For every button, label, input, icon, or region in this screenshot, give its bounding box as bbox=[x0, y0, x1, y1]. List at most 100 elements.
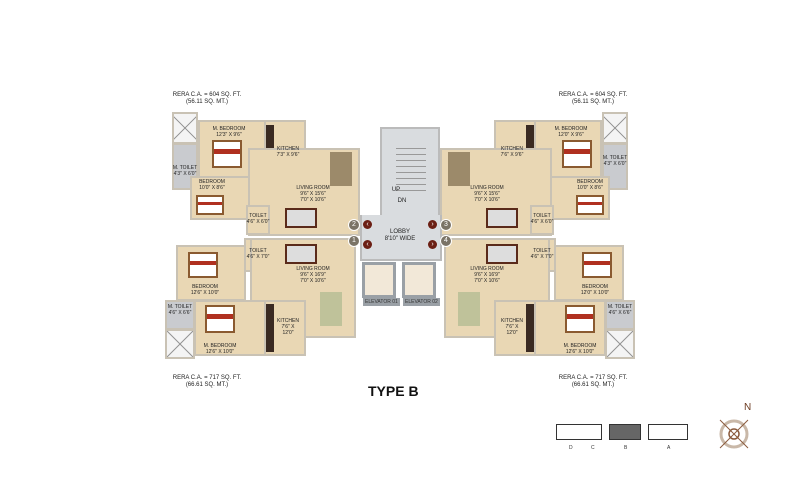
duct-shaft bbox=[605, 329, 635, 359]
label-line: LIVING ROOM bbox=[470, 266, 504, 272]
label-line: 8'10" WIDE bbox=[384, 236, 416, 242]
toilet bbox=[246, 205, 270, 235]
label-line: 9'6" X 15'6" bbox=[474, 191, 500, 197]
duct-shaft bbox=[172, 112, 198, 144]
label-line: 4'3" X 6'0" bbox=[173, 171, 197, 177]
label-line: 7'0" X 10'6" bbox=[300, 197, 326, 203]
label-line: RERA C.A. = 717 SQ. FT. bbox=[172, 375, 242, 381]
label-line: LIVING ROOM bbox=[296, 185, 330, 191]
label-line: (66.61 SQ. MT.) bbox=[185, 382, 229, 388]
bed-icon bbox=[562, 140, 592, 168]
area-label: RERA C.A. = 717 SQ. FT.(66.61 SQ. MT.) bbox=[173, 375, 242, 389]
sofa-icon bbox=[448, 152, 470, 186]
label-line: 4'6" X 6'6" bbox=[168, 310, 192, 316]
label-line: 7'6" X 9'6" bbox=[500, 152, 524, 158]
entry-arrow-icon: ‹ bbox=[363, 240, 372, 249]
key-block-b bbox=[609, 424, 641, 440]
flat-number-1: 1 bbox=[348, 235, 360, 247]
label-line: M. BEDROOM bbox=[203, 343, 237, 349]
elevator-01 bbox=[362, 262, 396, 298]
label-line: TOILET bbox=[533, 213, 551, 219]
label-line: 12'6" X 10'0" bbox=[190, 290, 220, 296]
north-label: N bbox=[744, 402, 752, 413]
sofa-icon bbox=[320, 292, 342, 326]
label-line: KITCHEN bbox=[277, 146, 299, 152]
staircase bbox=[380, 127, 440, 225]
label-line: LIVING ROOM bbox=[470, 185, 504, 191]
label-line: 4'6" X 6'6" bbox=[608, 310, 632, 316]
key-label-c: C bbox=[591, 445, 595, 451]
label-line: 9'6" X 16'9" bbox=[474, 272, 500, 278]
kitchen-counter bbox=[266, 304, 274, 352]
kitchen-counter bbox=[526, 304, 534, 352]
sofa-icon bbox=[330, 152, 352, 186]
label-line: M. BEDROOM bbox=[212, 126, 246, 132]
bed-icon bbox=[205, 305, 235, 333]
label-line: M. TOILET bbox=[607, 304, 633, 310]
stair-treads bbox=[396, 143, 426, 193]
label-line: KITCHEN bbox=[277, 318, 299, 324]
elevator-02 bbox=[402, 262, 436, 298]
label-line: 7'3" X 9'6" bbox=[276, 152, 300, 158]
label-line: 12'0" bbox=[506, 330, 518, 336]
flat-number-3: 3 bbox=[440, 219, 452, 231]
key-block-a bbox=[648, 424, 688, 440]
label-line: 4'6" X 6'0" bbox=[246, 219, 270, 225]
bed-icon bbox=[576, 195, 604, 215]
dining-table-icon bbox=[486, 244, 518, 264]
stair-up-label: UP bbox=[391, 187, 401, 193]
duct-shaft bbox=[165, 329, 195, 359]
label-line: 7'6" X bbox=[505, 324, 519, 330]
label-line: 7'0" X 10'6" bbox=[474, 197, 500, 203]
label-line: M. BEDROOM bbox=[563, 343, 597, 349]
label-line: LOBBY bbox=[389, 229, 410, 235]
label-line: RERA C.A. = 604 SQ. FT. bbox=[558, 92, 628, 98]
elevator-01-label: ELEVATOR 01 bbox=[363, 298, 400, 306]
label-line: TOILET bbox=[249, 248, 267, 254]
key-label-d: D bbox=[569, 445, 573, 451]
dining-table-icon bbox=[285, 244, 317, 264]
bed-icon bbox=[212, 140, 242, 168]
label-line: M. BEDROOM bbox=[554, 126, 588, 132]
label-line: BEDROOM bbox=[577, 179, 603, 185]
flat-number-4: 4 bbox=[440, 235, 452, 247]
dining-table-icon bbox=[285, 208, 317, 228]
label-line: TOILET bbox=[533, 248, 551, 254]
flat-number-2: 2 bbox=[348, 219, 360, 231]
label-line: LIVING ROOM bbox=[296, 266, 330, 272]
m-toilet bbox=[602, 143, 628, 190]
area-label: RERA C.A. = 717 SQ. FT.(66.61 SQ. MT.) bbox=[559, 375, 628, 389]
label-line: 7'0" X 10'6" bbox=[474, 278, 500, 284]
label-line: 4'6" X 7'0" bbox=[246, 254, 270, 260]
area-label: RERA C.A. = 604 SQ. FT.(56.11 SQ. MT.) bbox=[559, 92, 628, 106]
label-line: M. TOILET bbox=[172, 165, 198, 171]
label-line: RERA C.A. = 604 SQ. FT. bbox=[172, 92, 242, 98]
m-toilet bbox=[172, 143, 198, 190]
label-line: 7'6" X bbox=[281, 324, 295, 330]
label-line: BEDROOM bbox=[199, 179, 225, 185]
label-line: 12'3" X 9'6" bbox=[216, 132, 242, 138]
label-line: 9'6" X 16'9" bbox=[300, 272, 326, 278]
label-line: 4'6" X 6'0" bbox=[530, 219, 554, 225]
label-line: 12'6" X 10'0" bbox=[205, 349, 235, 355]
label-line: RERA C.A. = 717 SQ. FT. bbox=[558, 375, 628, 381]
label-line: 12'0" bbox=[282, 330, 294, 336]
entry-arrow-icon: › bbox=[428, 240, 437, 249]
label-line: 4'6" X 7'0" bbox=[530, 254, 554, 260]
